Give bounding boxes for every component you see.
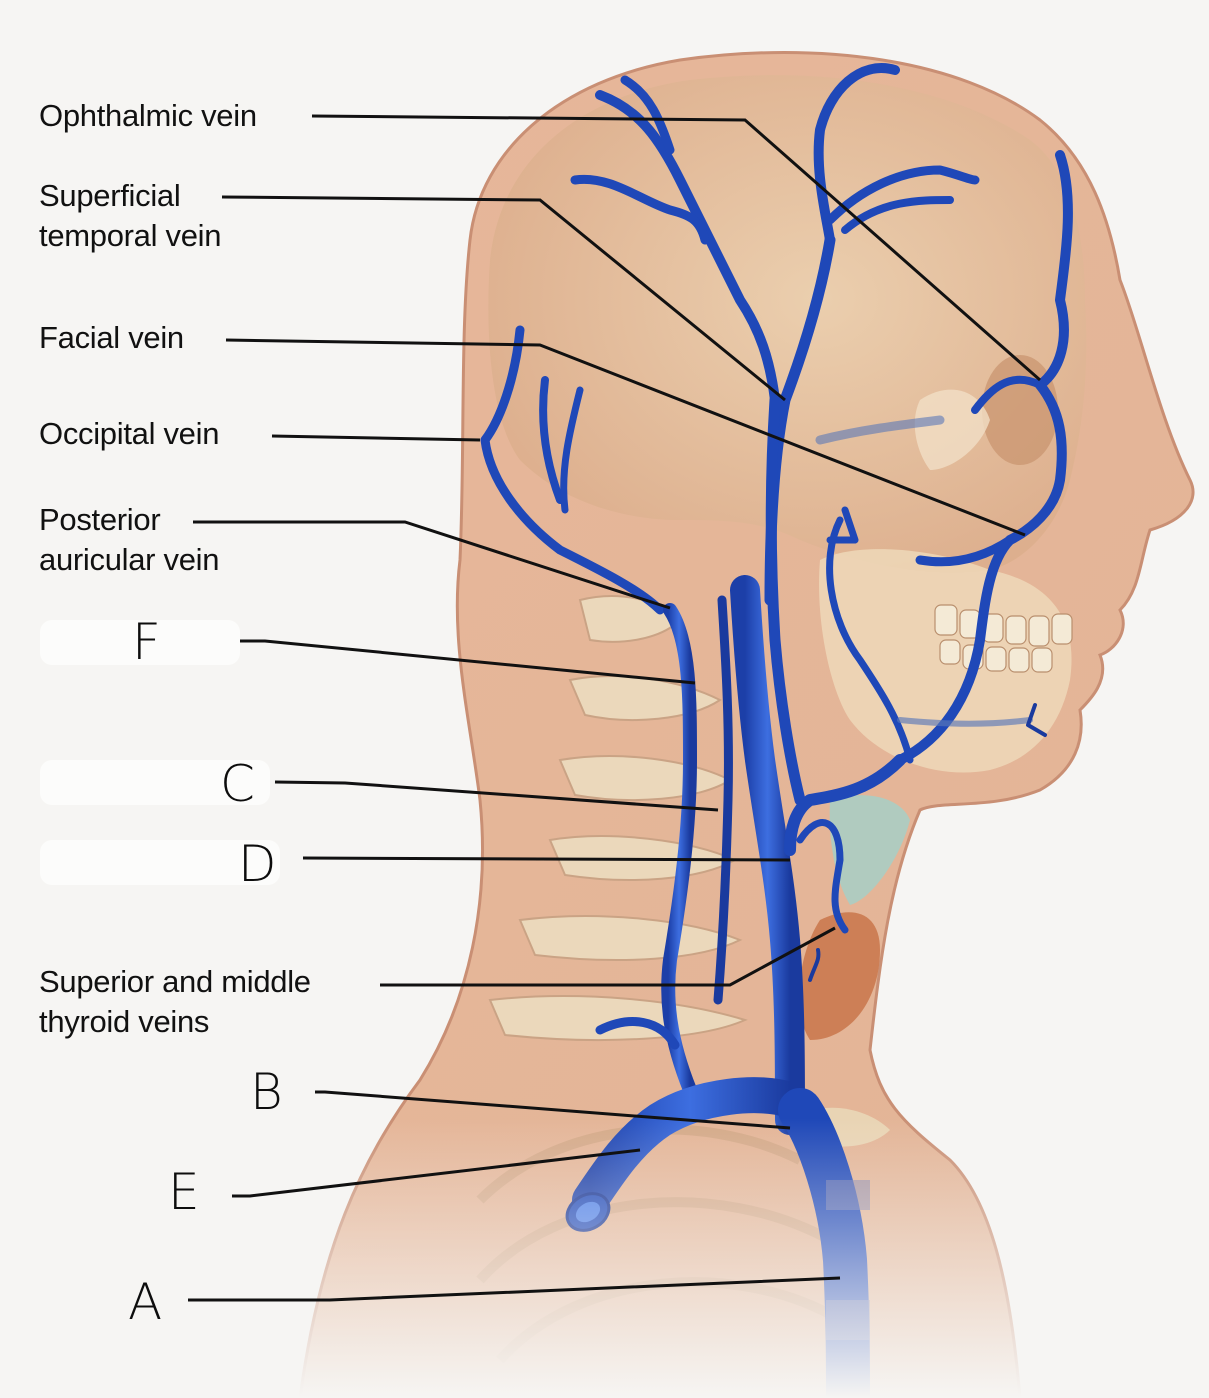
label-mask [40,840,280,885]
label-mask [40,760,270,805]
handwritten-label-c: C [220,755,255,813]
label-posterior-auricular-vein-line2: auricular vein [39,542,220,577]
label-thyroid-veins-line1: Superior and middle [39,964,311,999]
label-ophthalmic-vein: Ophthalmic vein [39,98,257,133]
handwritten-label-e: E [168,1163,200,1221]
handwritten-label-a: A [128,1273,163,1331]
label-superficial-temporal-vein-line2: temporal vein [39,218,222,253]
handwritten-label-b: B [250,1063,283,1121]
label-thyroid-veins-line2: thyroid veins [39,1004,210,1039]
label-facial-vein: Facial vein [39,320,184,355]
label-occipital-vein: Occipital vein [39,416,220,451]
label-mask [40,620,240,665]
handwritten-label-d: D [238,835,277,893]
handwritten-label-f: F [132,613,161,671]
label-superficial-temporal-vein-line1: Superficial [39,178,181,213]
label-posterior-auricular-vein-line1: Posterior [39,502,161,537]
